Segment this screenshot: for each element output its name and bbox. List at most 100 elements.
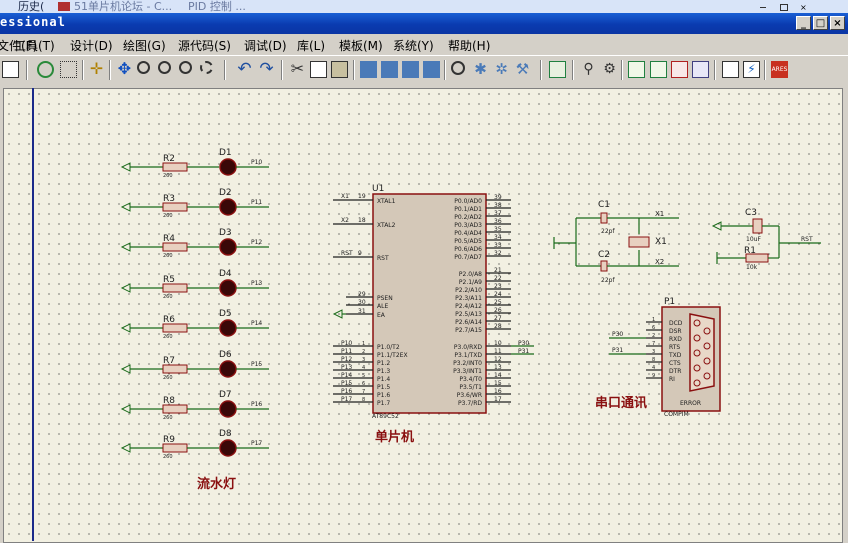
menu-file[interactable]: 文件(F) — [0, 39, 38, 53]
menu-source[interactable]: 源代码(S) — [178, 39, 231, 53]
compim-pin-name: RI — [669, 376, 675, 383]
zoom-in-icon[interactable] — [137, 61, 150, 74]
window-title: essional — [0, 15, 66, 29]
mcu-pin-number: 21 — [494, 267, 502, 274]
flag-icon — [58, 2, 70, 11]
menu-tools[interactable]: 工具(T) — [14, 39, 55, 53]
net-label: RST — [341, 250, 353, 257]
resistor-label: R5 — [163, 275, 175, 285]
grid-icon[interactable] — [60, 61, 77, 78]
new-sheet-icon[interactable] — [628, 61, 645, 78]
bill-of-materials-icon[interactable] — [722, 61, 739, 78]
compim-pin-name: RXD — [669, 336, 682, 343]
menu-template[interactable]: 模板(M) — [339, 39, 383, 53]
mcu-pin-name: ALE — [377, 303, 388, 310]
led-D4 — [219, 279, 237, 297]
db9-pin — [693, 379, 701, 387]
package-tool-icon[interactable]: ✲ — [495, 60, 508, 78]
add-sheet-icon[interactable] — [650, 61, 667, 78]
net-label: P31 — [518, 348, 529, 355]
toolbar-separator — [26, 60, 28, 80]
ares-netlist-icon[interactable]: ARES — [771, 61, 788, 78]
menu-design[interactable]: 设计(D) — [70, 39, 113, 53]
block-rotate-icon[interactable] — [402, 61, 419, 78]
menu-help[interactable]: 帮助(H) — [448, 39, 491, 53]
led-ground-terminal — [120, 323, 131, 333]
menu-system[interactable]: 系统(Y) — [393, 39, 434, 53]
compim-part: COMPIM — [664, 411, 689, 418]
resistor-label: R1 — [744, 246, 756, 256]
mcu-pin-number: 19 — [358, 193, 366, 200]
resistor-value: 260 — [163, 253, 173, 259]
block-copy-icon[interactable] — [360, 61, 377, 78]
mcu-pin-number: 7 — [362, 389, 365, 395]
taskbar-item[interactable]: 51单片机论坛 - C... — [74, 0, 173, 13]
electrical-check-icon[interactable]: ⚡ — [743, 61, 760, 78]
mcu-pin-number: 10 — [494, 340, 502, 347]
compim-pin-number: 7 — [652, 341, 655, 347]
mcu-pin-name: XTAL2 — [377, 222, 396, 229]
mcu-pin-name: P0.4/AD4 — [454, 230, 482, 237]
net-label: P11 — [251, 199, 262, 206]
mcu-pin-number: 33 — [494, 242, 502, 249]
vcc-terminal — [711, 221, 722, 231]
resistor-R3 — [162, 202, 188, 212]
mcu-pin-name: EA — [377, 312, 386, 319]
undo-icon[interactable]: ↶ — [237, 59, 252, 79]
toolbar-separator — [82, 60, 84, 80]
mcu-body — [372, 193, 487, 414]
resistor-value: 260 — [163, 454, 173, 460]
pick-device-icon[interactable] — [451, 61, 465, 75]
led-label: D4 — [219, 269, 232, 279]
taskbar-item[interactable]: PID 控制 ... — [188, 0, 246, 13]
compim-pin-name: TXD — [668, 352, 682, 359]
maximize-button[interactable]: □ — [813, 16, 828, 30]
menu-debug[interactable]: 调试(D) — [244, 39, 287, 53]
zoom-all-icon[interactable] — [179, 61, 192, 74]
paste-icon[interactable] — [331, 61, 348, 78]
zoom-out-icon[interactable] — [158, 61, 171, 74]
refresh-icon[interactable] — [37, 61, 54, 78]
compim-pin-number: 4 — [652, 365, 655, 371]
db9-pin — [703, 342, 711, 350]
led-ground-terminal — [120, 202, 131, 212]
mcu-pin-number: 30 — [358, 299, 366, 306]
mcu-pin-name: P0.7/AD7 — [454, 254, 482, 261]
block-delete-icon[interactable] — [423, 61, 440, 78]
copy-icon[interactable] — [310, 61, 327, 78]
db9-pin — [693, 364, 701, 372]
resistor-label: R9 — [163, 435, 175, 445]
taskbar-item[interactable]: 历史( — [18, 0, 45, 13]
remove-sheet-icon[interactable] — [671, 61, 688, 78]
origin-icon[interactable]: ✛ — [89, 59, 104, 78]
minimize-button[interactable]: _ — [796, 16, 811, 30]
make-device-icon[interactable]: ✱ — [474, 60, 487, 78]
compim-pin-number: 9 — [652, 373, 655, 379]
led-D3 — [219, 238, 237, 256]
close-button[interactable]: × — [830, 16, 845, 30]
serial-caption: 串口通讯 — [595, 395, 647, 411]
resistor-value: 260 — [163, 334, 173, 340]
led-D1 — [219, 158, 237, 176]
zoom-area-icon[interactable] — [200, 61, 213, 74]
decompose-icon[interactable]: ⚒ — [515, 60, 530, 78]
cut-icon[interactable]: ✂ — [290, 59, 305, 78]
property-tool-icon[interactable]: ⚙ — [603, 61, 616, 77]
resistor-value: 260 — [163, 173, 173, 179]
menu-library[interactable]: 库(L) — [297, 39, 326, 53]
resistor-R5 — [162, 283, 188, 293]
pan-icon[interactable]: ✥ — [117, 59, 132, 78]
menu-graph[interactable]: 绘图(G) — [123, 39, 166, 53]
redo-icon[interactable]: ↷ — [259, 59, 274, 79]
net-label: X2 — [655, 258, 664, 266]
goto-sheet-icon[interactable] — [692, 61, 709, 78]
wire-autorouter-icon[interactable] — [549, 61, 566, 78]
resistor-R4 — [162, 242, 188, 252]
block-move-icon[interactable] — [381, 61, 398, 78]
print-icon[interactable] — [2, 61, 19, 78]
search-icon[interactable]: ⚲ — [583, 61, 594, 77]
capacitor-value: 22pf — [601, 228, 615, 235]
mcu-pin-number: 23 — [494, 283, 502, 290]
mcu-pin-name: P1.7 — [377, 400, 390, 407]
